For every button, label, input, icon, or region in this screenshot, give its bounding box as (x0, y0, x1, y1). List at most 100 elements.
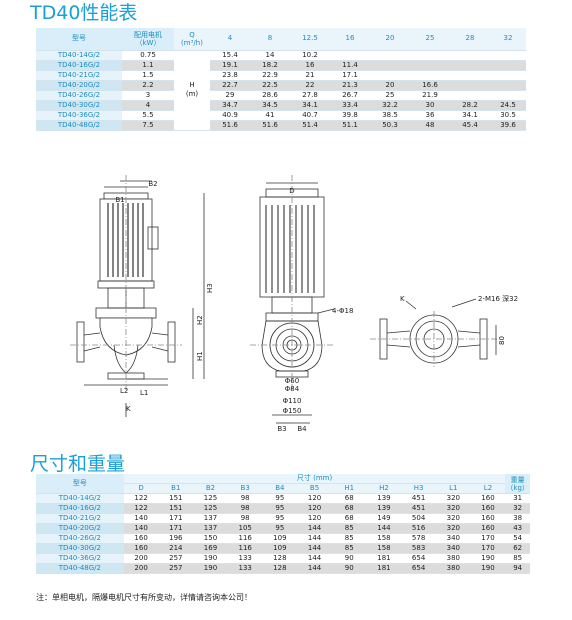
head-cell: 34.1 (450, 110, 490, 121)
dim-cell: 85 (331, 543, 367, 554)
model-cell: TD40-26G/2 (36, 90, 122, 101)
pump-drawings: B1 B2 H3 H2 H1 L1 L2 K (70, 175, 518, 433)
dim-cell: 654 (401, 553, 436, 564)
head-cell (410, 50, 450, 61)
dim-cell: 68 (331, 513, 367, 524)
dim-cell: 320 (435, 523, 471, 534)
head-cell: 16.6 (410, 80, 450, 91)
b4-label: B4 (297, 425, 307, 433)
model-cell: TD40-36G/2 (36, 110, 122, 121)
head-cell: 14 (250, 50, 290, 61)
dim-cell: 95 (262, 493, 298, 504)
dim-cell: 181 (366, 563, 402, 574)
dim-cell: 137 (193, 513, 228, 524)
dim-cell: 144 (297, 543, 332, 554)
h2-label: H2 (196, 315, 204, 325)
b3-label: B3 (277, 425, 286, 433)
head-cell: 22.5 (250, 80, 290, 91)
dim-col-header: L1 (435, 483, 471, 494)
model-cell: TD40-16G/2 (36, 60, 122, 71)
dim-cell: 151 (158, 503, 194, 514)
head-cell: 17.1 (330, 70, 370, 81)
performance-title: TD40性能表 (30, 2, 138, 24)
dim-col-header: B2 (193, 483, 228, 494)
dim-cell: 380 (435, 563, 471, 574)
phi60-label: Φ60 (285, 377, 299, 385)
weight-cell: 38 (505, 513, 530, 524)
dim-cell: 181 (366, 553, 402, 564)
head-cell: 51.6 (250, 120, 290, 131)
power-cell: 4 (122, 100, 174, 111)
dim-cell: 105 (227, 523, 263, 534)
dim-cell: 144 (297, 533, 332, 544)
dim-cell: 140 (123, 513, 159, 524)
dim-col-header: B3 (227, 483, 263, 494)
dim-col-header: B1 (158, 483, 194, 494)
head-cell: 19.1 (210, 60, 250, 71)
power-cell: 5.5 (122, 110, 174, 121)
head-cell: 22.7 (210, 80, 250, 91)
dim-cell: 109 (262, 533, 298, 544)
dim-cell: 139 (366, 503, 402, 514)
dim-cell: 160 (123, 533, 159, 544)
head-cell: 29 (210, 90, 250, 101)
dim-cell: 120 (297, 493, 332, 504)
dim-cell: 160 (123, 543, 159, 554)
head-cell: 21.9 (410, 90, 450, 101)
dim-cell: 128 (262, 553, 298, 564)
dim-cell: 171 (158, 513, 194, 524)
head-cell: 30 (410, 100, 450, 111)
dim-cell: 171 (158, 523, 194, 534)
dim-cell: 90 (331, 553, 367, 564)
dim-cell: 133 (227, 553, 263, 564)
dim-cell: 190 (470, 563, 506, 574)
dim-cell: 451 (401, 493, 436, 504)
dim-col-header: H3 (401, 483, 436, 494)
dim-cell: 160 (470, 493, 506, 504)
dim-cell: 583 (401, 543, 436, 554)
dim-cell: 95 (262, 513, 298, 524)
flow-header: 16 (330, 28, 370, 51)
dim-cell: 95 (262, 523, 298, 534)
head-cell: 36 (410, 110, 450, 121)
l2-label: L2 (120, 387, 128, 395)
dim-cell: 144 (297, 563, 332, 574)
h1-label: H1 (196, 351, 204, 361)
phi110-label: Φ110 (283, 397, 302, 405)
dim-cell: 380 (435, 553, 471, 564)
model-cell: TD40-48G/2 (36, 563, 124, 574)
dim-cell: 137 (193, 523, 228, 534)
dimensions-title: 尺寸和重量 (30, 453, 126, 475)
dim-cell: 128 (262, 563, 298, 574)
dim-cell: 125 (193, 493, 228, 504)
dim-cell: 68 (331, 493, 367, 504)
head-cell: 23.8 (210, 70, 250, 81)
head-cell: 25 (370, 90, 410, 101)
dim-cell: 504 (401, 513, 436, 524)
head-cell (450, 80, 490, 91)
head-cell: 51.4 (290, 120, 330, 131)
dim-cell: 116 (227, 543, 263, 554)
head-cell (450, 70, 490, 81)
dim-cell: 95 (262, 503, 298, 514)
dim-cell: 320 (435, 493, 471, 504)
weight-cell: 94 (505, 563, 530, 574)
head-cell: 34.1 (290, 100, 330, 111)
head-cell: 22 (290, 80, 330, 91)
head-cell: 28.6 (250, 90, 290, 101)
power-header: 配用电机（kW） (122, 28, 174, 51)
head-cell (370, 50, 410, 61)
phi18-label: 4-Φ18 (332, 307, 353, 315)
head-cell: 51.1 (330, 120, 370, 131)
head-cell: 20 (370, 80, 410, 91)
head-cell (410, 70, 450, 81)
k2-label: K (400, 295, 405, 303)
dim-cell: 158 (366, 543, 402, 554)
dim-cell: 169 (193, 543, 228, 554)
model-cell: TD40-14G/2 (36, 50, 122, 61)
dim-cell: 160 (470, 523, 506, 534)
head-cell: 30.5 (490, 110, 526, 121)
